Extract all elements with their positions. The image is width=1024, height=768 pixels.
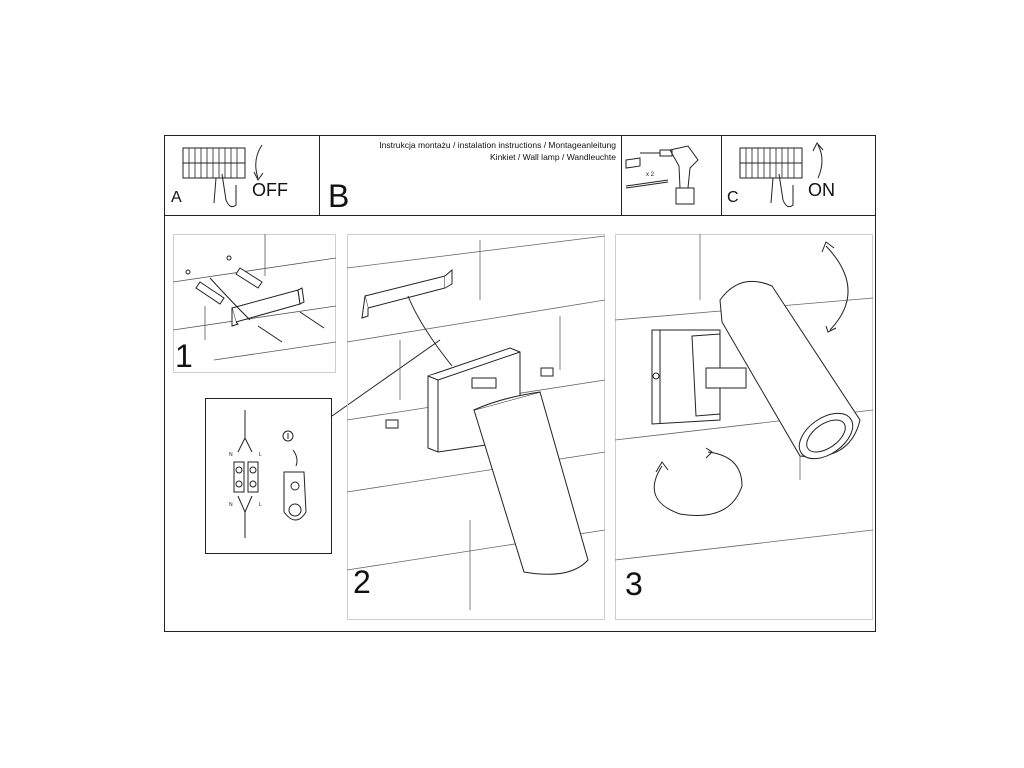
step-2-number: 2: [353, 564, 371, 600]
section-b-letter: B: [328, 178, 350, 214]
neutral-label-bottom: N: [229, 502, 233, 508]
header-divider-3: [721, 135, 722, 215]
header-divider-2: [621, 135, 622, 215]
step-3-number: 3: [625, 566, 643, 602]
step-3-panel: [615, 234, 873, 620]
title-line-1: Instrukcja montażu / instalation instruc…: [379, 140, 616, 150]
step-1-number: 1: [175, 338, 193, 374]
neutral-label-top: N: [229, 452, 233, 458]
instruction-sheet-frame: [164, 135, 876, 632]
header-title: Instrukcja montażu / instalation instruc…: [330, 139, 616, 163]
section-c-letter: C: [727, 189, 739, 206]
wiring-detail-panel: [205, 398, 332, 554]
section-a-letter: A: [171, 189, 182, 206]
screw-count: x 2: [646, 172, 655, 178]
header-divider: [164, 215, 876, 216]
section-a-state: OFF: [252, 180, 288, 200]
step-1-panel: [173, 234, 336, 373]
live-label-top: L: [259, 452, 262, 458]
section-c-state: ON: [808, 180, 835, 200]
header-divider-1: [319, 135, 320, 215]
step-2-panel: [347, 234, 605, 620]
live-label-bottom: L: [259, 502, 262, 508]
title-line-2: Kinkiet / Wall lamp / Wandleuchte: [490, 152, 616, 162]
